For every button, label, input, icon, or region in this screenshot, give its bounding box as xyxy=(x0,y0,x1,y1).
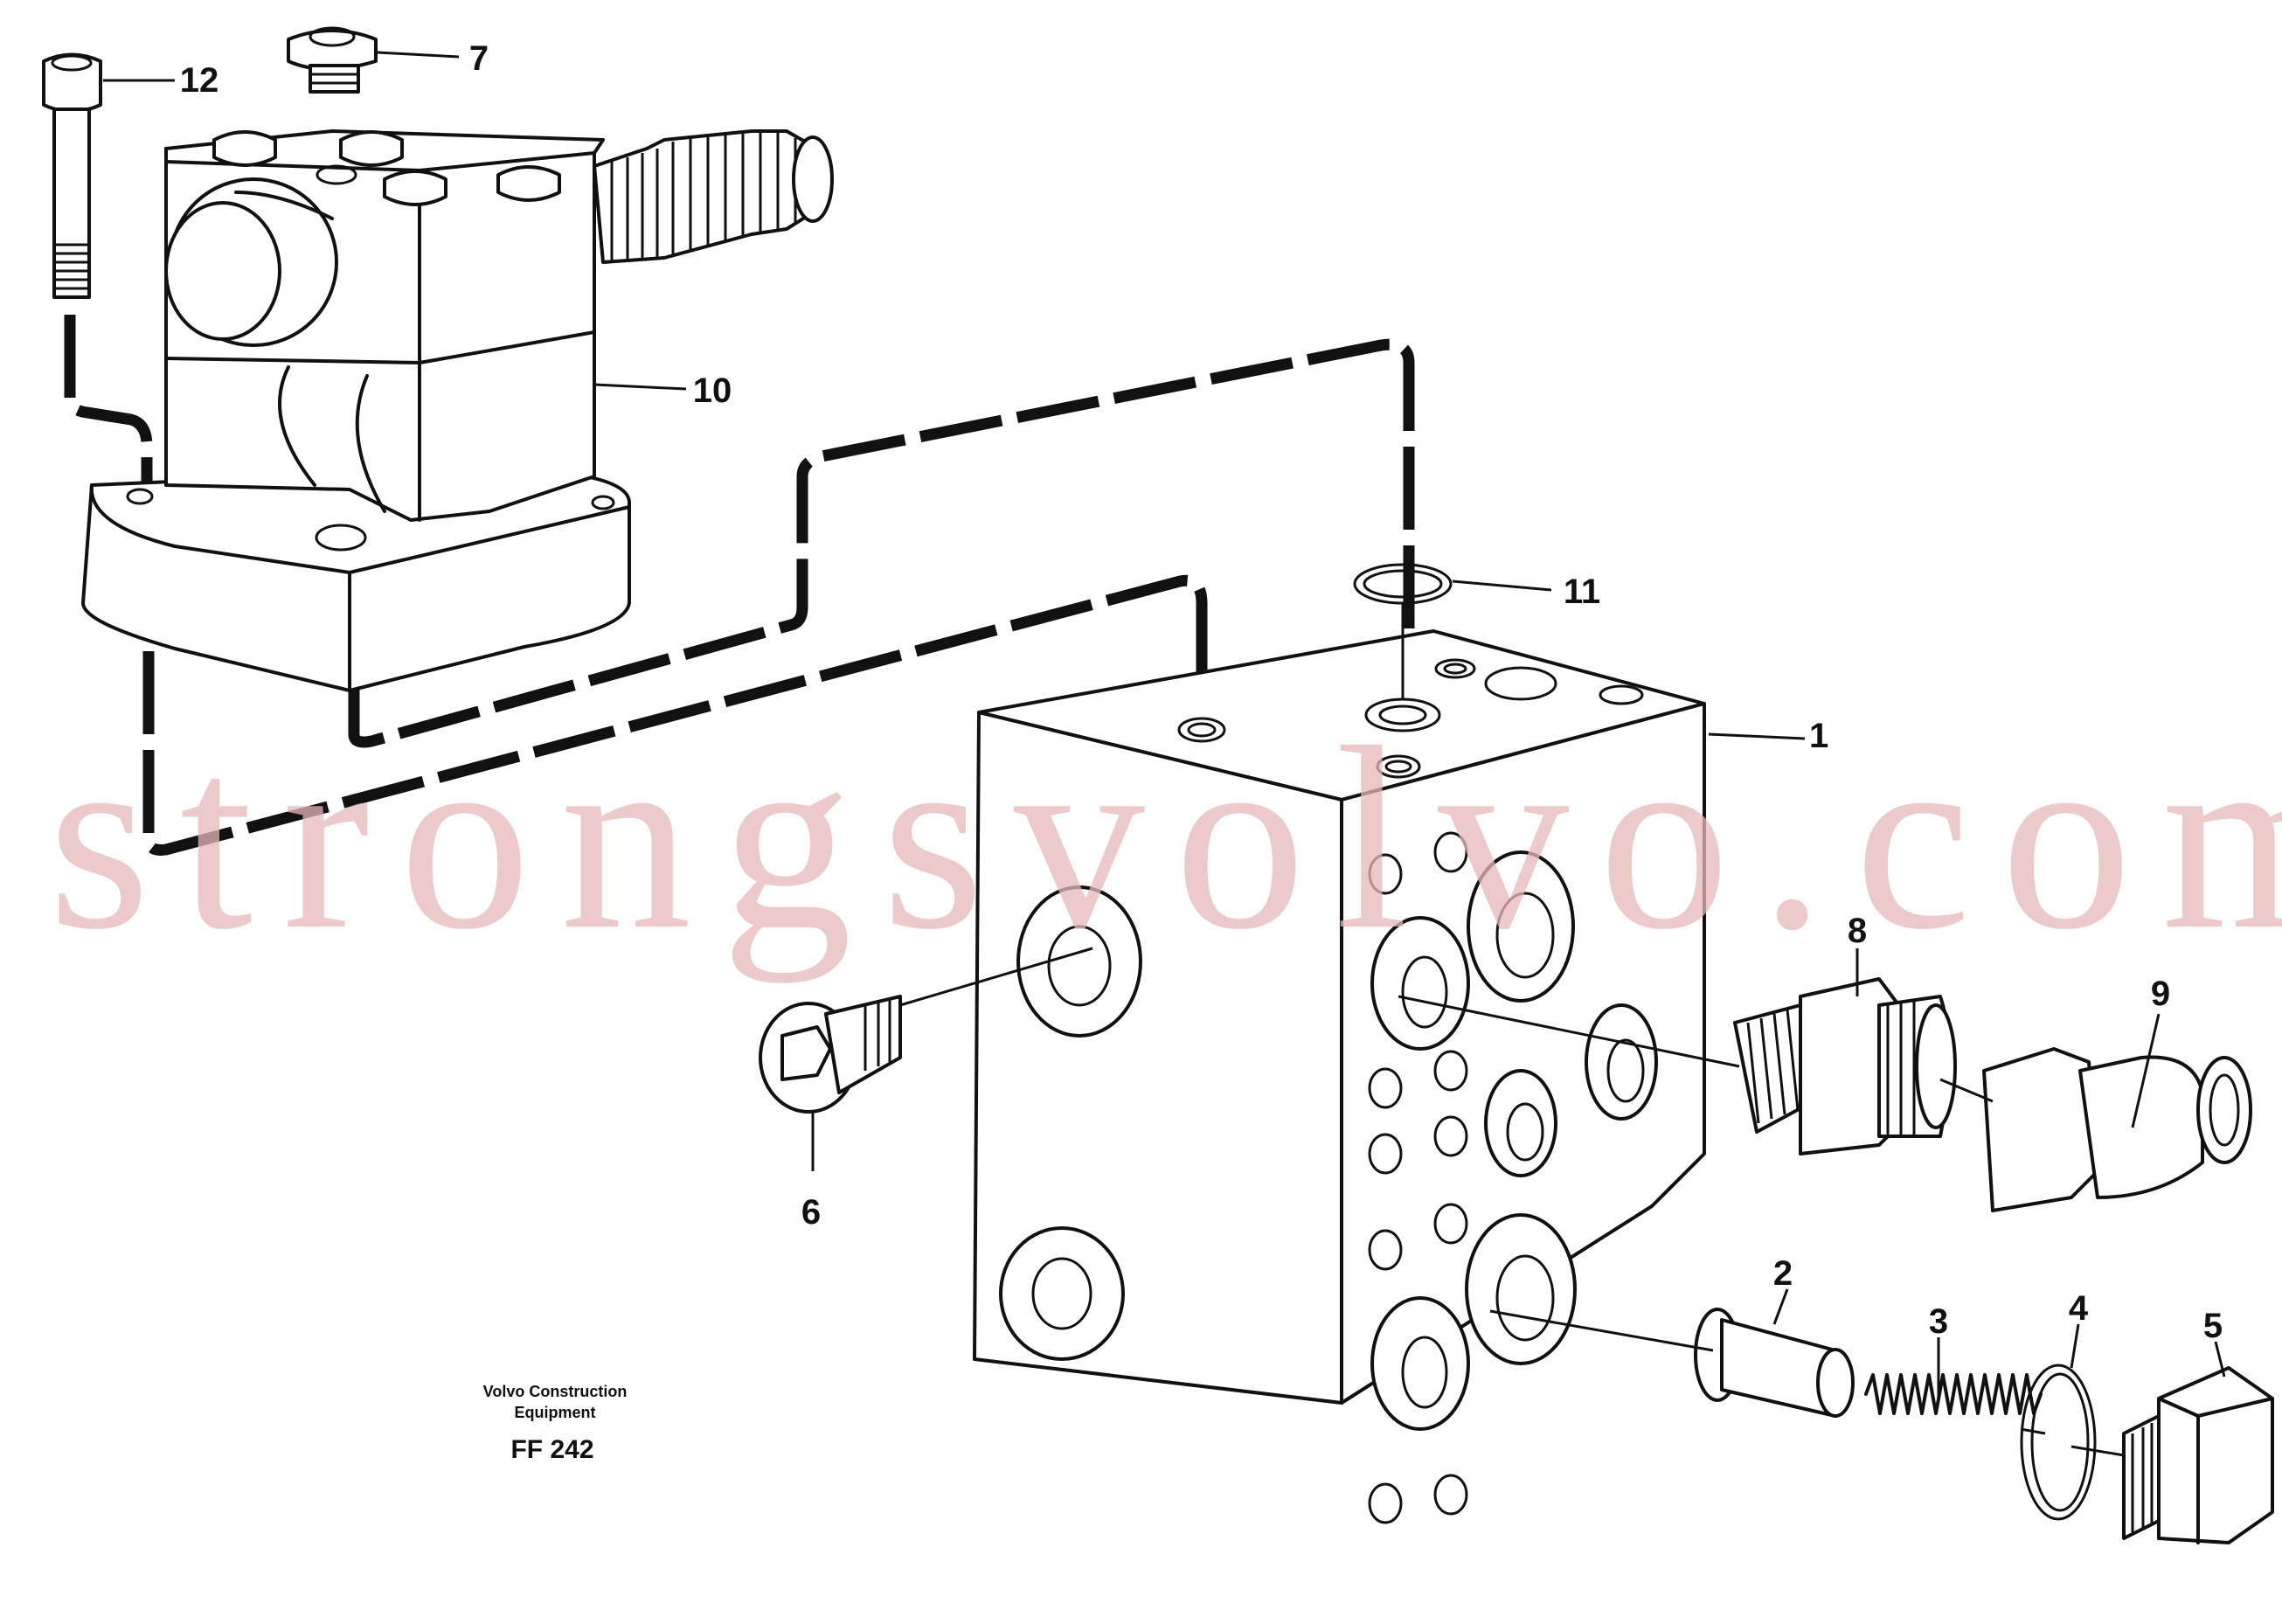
elbow-part-9 xyxy=(1982,1047,2252,1212)
caption-figure-code: FF 242 xyxy=(510,1435,593,1464)
callout-4: 4 xyxy=(2069,1289,2089,1328)
callout-9: 9 xyxy=(2151,975,2170,1013)
callout-5: 5 xyxy=(2203,1307,2223,1345)
spring-part-3 xyxy=(1864,1373,2043,1415)
pilot-line-inner xyxy=(348,338,1415,748)
bolt-thread xyxy=(54,243,89,290)
plug-part-6 xyxy=(759,995,902,1114)
callout-2: 2 xyxy=(1773,1254,1793,1293)
plug-part-7 xyxy=(287,26,378,94)
callout-12: 12 xyxy=(180,61,219,100)
bolt-part-12 xyxy=(42,52,102,299)
callout-10: 10 xyxy=(693,371,732,410)
watermark-text: strongsvolvo.com xyxy=(48,693,2282,984)
caption-company-line1: Volvo Construction xyxy=(483,1383,628,1400)
caption-company-line2: Equipment xyxy=(515,1404,596,1421)
pilot-valve-part-10 xyxy=(81,129,834,692)
callout-3: 3 xyxy=(1929,1302,1948,1341)
callout-1: 1 xyxy=(1809,717,1828,755)
spool-part-2 xyxy=(1694,1308,1855,1418)
o-ring-part-11 xyxy=(1353,563,1453,605)
valve-block-part-1 xyxy=(973,629,1706,1524)
adapter-part-8 xyxy=(1733,977,1957,1156)
cap-plug-part-5 xyxy=(2122,1366,2274,1544)
callout-leaders xyxy=(103,51,2226,1398)
callout-11: 11 xyxy=(1564,573,1600,611)
pilot-line-outer xyxy=(142,574,1208,856)
cartridge-ribs xyxy=(610,133,797,262)
seal-ring-part-4 xyxy=(2020,1364,2097,1521)
callout-7: 7 xyxy=(469,39,489,78)
top-bolt-heads xyxy=(212,130,561,206)
pilot-line-bolt xyxy=(64,315,153,489)
callout-8: 8 xyxy=(1848,912,1867,950)
callout-6: 6 xyxy=(801,1193,821,1232)
assembly-axes xyxy=(899,603,2125,1457)
